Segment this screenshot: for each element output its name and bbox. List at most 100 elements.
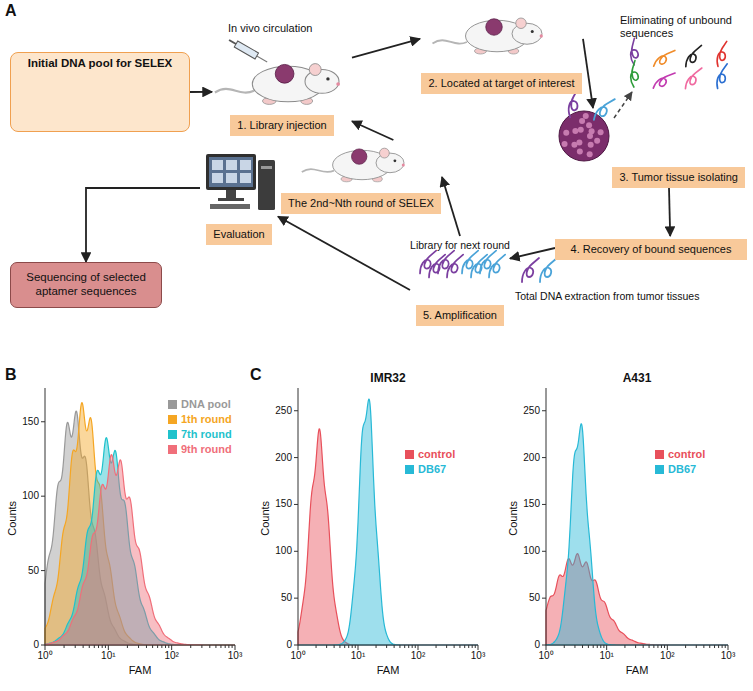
annotation-label: 10² <box>164 650 178 662</box>
x-minor-tick <box>386 645 387 648</box>
x-tick <box>606 645 607 650</box>
mouse-nose <box>336 82 340 86</box>
mouse-nose <box>402 163 405 166</box>
legend-swatch <box>168 445 177 454</box>
annotation-label: 50 <box>529 592 540 604</box>
x-minor-tick <box>209 645 210 648</box>
dna-strand <box>594 96 615 123</box>
pc-drive <box>261 166 272 169</box>
x-minor-tick <box>146 645 147 648</box>
x-minor-tick <box>334 645 335 648</box>
dashed-leader-arrow <box>614 92 632 118</box>
step-text: 5. Amplification <box>416 305 504 326</box>
dna-strand <box>712 64 732 89</box>
y-axis <box>298 388 299 645</box>
tumor-cell <box>576 140 582 146</box>
y-tick <box>542 410 546 411</box>
annotation-label: 10¹ <box>599 650 613 662</box>
legend-text: DNA pool <box>181 398 231 411</box>
x-minor-tick <box>102 645 103 648</box>
annotation-label: 10⁰ <box>37 650 52 662</box>
x-minor-tick <box>348 645 349 648</box>
legend-swatch <box>168 415 177 424</box>
step-text: The 2nd~Nth round of SELEX <box>281 193 441 214</box>
x-minor-tick <box>635 645 636 648</box>
x-minor-tick <box>603 645 604 648</box>
x-minor-tick <box>316 645 317 648</box>
annotation-label: 100 <box>275 545 292 557</box>
x-minor-tick <box>574 645 575 648</box>
screen-tile <box>226 173 237 183</box>
flow-arrow <box>352 121 393 140</box>
step-text: 1. Library injection <box>230 115 333 136</box>
y-tick <box>542 598 546 599</box>
y-tick <box>542 551 546 552</box>
x-tick <box>728 645 729 650</box>
annotation-label: 100 <box>22 490 39 502</box>
legend-entry: 9th round <box>168 443 232 456</box>
syringe-barrel <box>234 41 258 59</box>
annotation-label: 10³ <box>471 650 485 662</box>
x-tick <box>235 645 236 650</box>
x-minor-tick <box>661 645 662 648</box>
mouse-tail <box>433 40 468 43</box>
y-tick <box>41 421 45 422</box>
x-minor-tick <box>412 645 413 648</box>
y-tick <box>294 645 298 646</box>
syringe <box>227 37 269 65</box>
panel-label: C <box>250 366 262 384</box>
annotation-label: 250 <box>275 405 292 417</box>
histogram-chart <box>41 388 235 650</box>
legend-swatch <box>405 450 414 459</box>
histogram-curve <box>45 438 235 645</box>
tumor-spot <box>352 149 367 164</box>
histogram-curve <box>298 399 478 645</box>
x-tick <box>478 645 479 650</box>
x-minor-tick <box>404 645 405 648</box>
annotation-label: 10² <box>660 650 674 662</box>
x-tick <box>358 645 359 650</box>
monitor-stand <box>226 190 236 198</box>
x-minor-tick <box>168 645 169 648</box>
axis-title: Counts <box>259 501 272 536</box>
annotation-label: 10¹ <box>351 650 365 662</box>
tumor-cell <box>583 113 589 119</box>
legend-entry: 7th round <box>168 428 232 441</box>
annotation-label: 0 <box>286 639 292 651</box>
tumor-cell <box>594 138 600 144</box>
x-tick <box>45 645 46 650</box>
step-box: 1. Library injection <box>212 38 352 136</box>
step-text: Sequencing of selected aptamer sequences <box>17 271 155 299</box>
y-axis <box>45 388 46 645</box>
annotation-label: 100 <box>523 545 540 557</box>
annotation-label: In vivo circulation <box>228 22 312 35</box>
flow-arrow <box>352 39 420 58</box>
x-minor-tick <box>685 645 686 648</box>
legend-text: 1th round <box>181 413 232 426</box>
annotation-label: 0 <box>534 639 540 651</box>
y-tick <box>41 570 45 571</box>
step-box: Evaluation <box>200 150 278 245</box>
tumor-cell <box>577 148 583 154</box>
x-minor-tick <box>399 645 400 648</box>
legend-text: DB67 <box>668 463 696 476</box>
mouse-illustration <box>302 148 405 182</box>
x-minor-tick <box>472 645 473 648</box>
tumor-cell <box>598 129 604 135</box>
x-minor-tick <box>459 645 460 648</box>
flow-arrow <box>86 188 200 262</box>
x-minor-tick <box>105 645 106 648</box>
x-tick <box>108 645 109 650</box>
annotation-label: 10⁰ <box>538 650 553 662</box>
x-axis <box>546 645 728 646</box>
histogram-chart <box>294 388 478 650</box>
x-minor-tick <box>89 645 90 648</box>
tumor-cell <box>579 118 585 124</box>
screen-tile <box>240 173 251 183</box>
x-minor-tick <box>709 645 710 648</box>
histogram-chart <box>542 388 728 650</box>
tumor-cell <box>589 128 595 134</box>
mouse-eye <box>394 159 397 162</box>
annotation-label: FAM <box>129 664 152 677</box>
x-minor-tick <box>696 645 697 648</box>
